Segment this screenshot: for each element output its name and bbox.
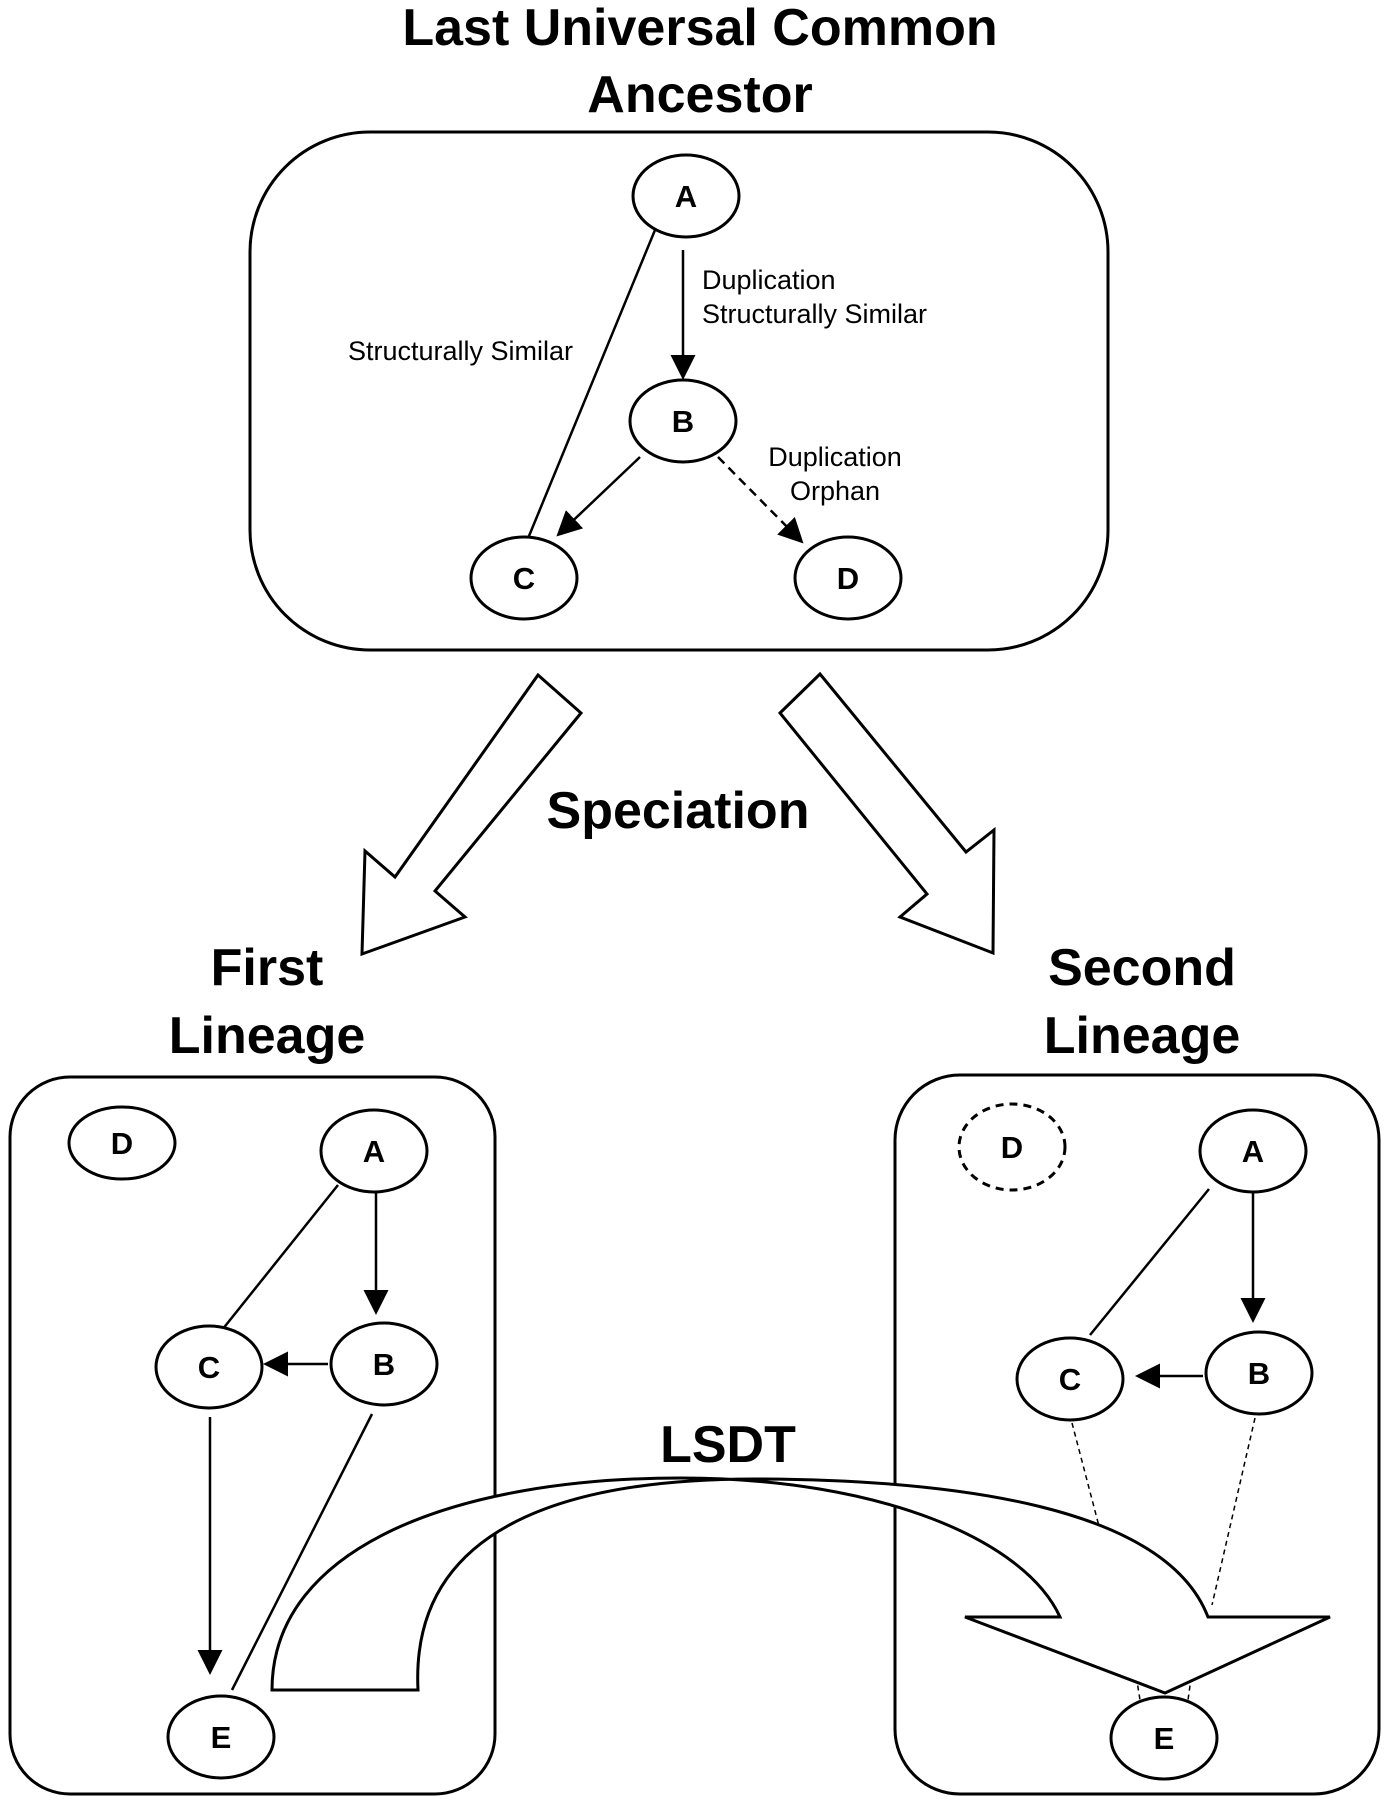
second-lineage-title: Second Lineage — [1044, 939, 1241, 1065]
first-node-d: D — [67, 1105, 177, 1181]
second-lineage-title-line-1: Second — [1048, 939, 1236, 997]
first-node-a-label: A — [363, 1134, 385, 1169]
luca-label-a-b-line-1: Duplication — [702, 265, 836, 295]
first-node-e-label: E — [211, 1720, 232, 1755]
luca-node-c: C — [469, 535, 579, 621]
luca-title-line-2: Ancestor — [587, 66, 812, 124]
luca-edge-b-c — [556, 456, 641, 537]
luca-label-a-c: Structurally Similar — [348, 336, 573, 366]
second-node-c: C — [1015, 1336, 1125, 1422]
luca-edge-a-c — [520, 229, 657, 554]
speciation: Speciation — [360, 671, 996, 957]
luca-node-d: D — [793, 535, 903, 621]
second-node-b-label: B — [1248, 1356, 1270, 1391]
second-edge-b-arrow — [1211, 1417, 1256, 1606]
luca-title-line-1: Last Universal Common — [402, 0, 997, 57]
luca-node-c-label: C — [513, 561, 535, 596]
lsdt-label: LSDT — [660, 1416, 796, 1474]
first-node-b: B — [329, 1321, 439, 1407]
second-node-b: B — [1204, 1330, 1314, 1416]
speciation-label: Speciation — [547, 782, 810, 840]
speciation-arrow-right — [777, 671, 996, 956]
first-node-c-label: C — [198, 1350, 220, 1385]
luca-node-a-label: A — [675, 179, 697, 214]
luca-label-a-b-line-2: Structurally Similar — [702, 299, 927, 329]
second-node-e: E — [1109, 1695, 1219, 1781]
first-node-d-label: D — [111, 1126, 133, 1161]
luca-node-a: A — [631, 153, 741, 239]
second-node-d: D — [957, 1102, 1067, 1192]
luca-panel: Structurally Similar Duplication Structu… — [248, 130, 1110, 652]
first-node-e: E — [166, 1694, 276, 1780]
second-edge-a-c — [1089, 1188, 1210, 1336]
first-node-b-label: B — [373, 1347, 395, 1382]
lsdt-transfer: LSDT — [270, 1416, 1331, 1695]
second-lineage-box — [893, 1073, 1381, 1796]
first-edge-b-e — [230, 1413, 374, 1691]
first-lineage-title-line-1: First — [211, 939, 324, 997]
second-node-a: A — [1198, 1108, 1308, 1194]
luca-label-b-d-line-1: Duplication — [768, 442, 902, 472]
luca-title: Last Universal Common Ancestor — [402, 0, 997, 124]
first-lineage-title: First Lineage — [169, 939, 366, 1065]
first-node-c: C — [154, 1324, 264, 1410]
luca-box — [248, 130, 1110, 652]
speciation-arrow-left — [360, 672, 584, 957]
first-lineage-box — [8, 1075, 497, 1796]
second-node-e-label: E — [1154, 1721, 1175, 1756]
second-node-d-label: D — [1001, 1130, 1023, 1165]
second-node-a-label: A — [1242, 1134, 1264, 1169]
first-lineage-title-line-2: Lineage — [169, 1007, 366, 1065]
luca-node-d-label: D — [837, 561, 859, 596]
luca-label-b-d-line-2: Orphan — [790, 476, 880, 506]
second-node-c-label: C — [1059, 1362, 1081, 1397]
luca-node-b-label: B — [672, 404, 694, 439]
first-edge-a-c — [221, 1184, 339, 1331]
luca-node-b: B — [628, 378, 738, 464]
luca-edge-b-d — [717, 456, 804, 544]
second-lineage-title-line-2: Lineage — [1044, 1007, 1241, 1065]
second-edge-c-arrow — [1071, 1422, 1101, 1531]
first-node-a: A — [319, 1108, 429, 1194]
lsdt-arrow — [270, 1476, 1331, 1695]
second-lineage-panel: D A B C E — [893, 1073, 1381, 1796]
first-lineage-panel: D A B C E — [8, 1075, 497, 1796]
